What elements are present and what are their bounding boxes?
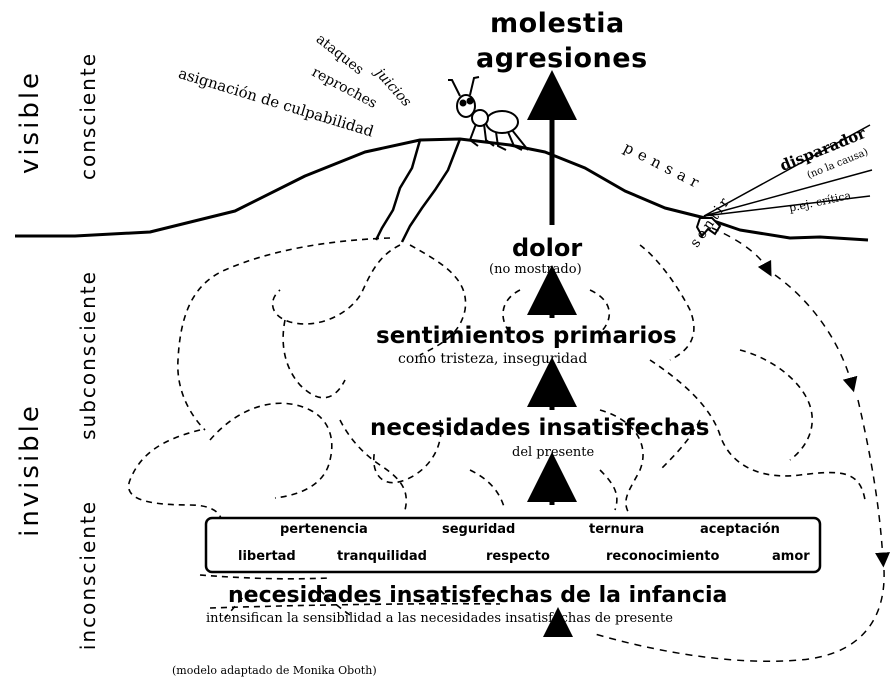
label-inconsciente: inconsciente xyxy=(78,500,98,650)
label-subconsciente: subconsciente xyxy=(78,270,98,440)
need-respecto: respecto xyxy=(486,549,550,564)
label-infancia-sub: intensifican la sensibilidad a las neces… xyxy=(206,612,673,625)
crack-line-right xyxy=(402,139,460,242)
need-tranquilidad: tranquilidad xyxy=(337,549,427,564)
dashed-feedback-path-3 xyxy=(858,400,883,560)
surface-line xyxy=(15,139,868,240)
need-libertad: libertad xyxy=(238,549,296,564)
label-infancia: necesidades insatisfechas de la infancia xyxy=(228,585,727,607)
label-invisible: invisible xyxy=(17,403,43,537)
title-molestia: molestia xyxy=(490,10,625,37)
need-aceptacion: aceptación xyxy=(700,522,780,537)
need-pertenencia: pertenencia xyxy=(280,522,368,537)
label-necesidades: necesidades insatisfechas xyxy=(370,417,709,440)
label-sentimientos: sentimientos primarios xyxy=(376,325,677,348)
label-necesidades-sub: del presente xyxy=(512,446,594,459)
need-seguridad: seguridad xyxy=(442,522,515,537)
credit: (modelo adaptado de Monika Oboth) xyxy=(172,665,377,676)
label-consciente: consciente xyxy=(78,52,98,180)
need-ternura: ternura xyxy=(589,522,644,537)
label-visible: visible xyxy=(17,70,43,174)
need-reconocimiento: reconocimiento xyxy=(606,549,719,564)
title-agresiones: agresiones xyxy=(476,45,648,72)
crack-line-left xyxy=(376,140,420,240)
label-sentimientos-sub: como tristeza, inseguridad xyxy=(398,352,587,366)
dashed-feedback-path-2 xyxy=(775,275,852,385)
need-amor: amor xyxy=(772,549,810,564)
label-dolor-sub: (no mostrado) xyxy=(489,263,582,276)
label-dolor: dolor xyxy=(512,236,582,260)
